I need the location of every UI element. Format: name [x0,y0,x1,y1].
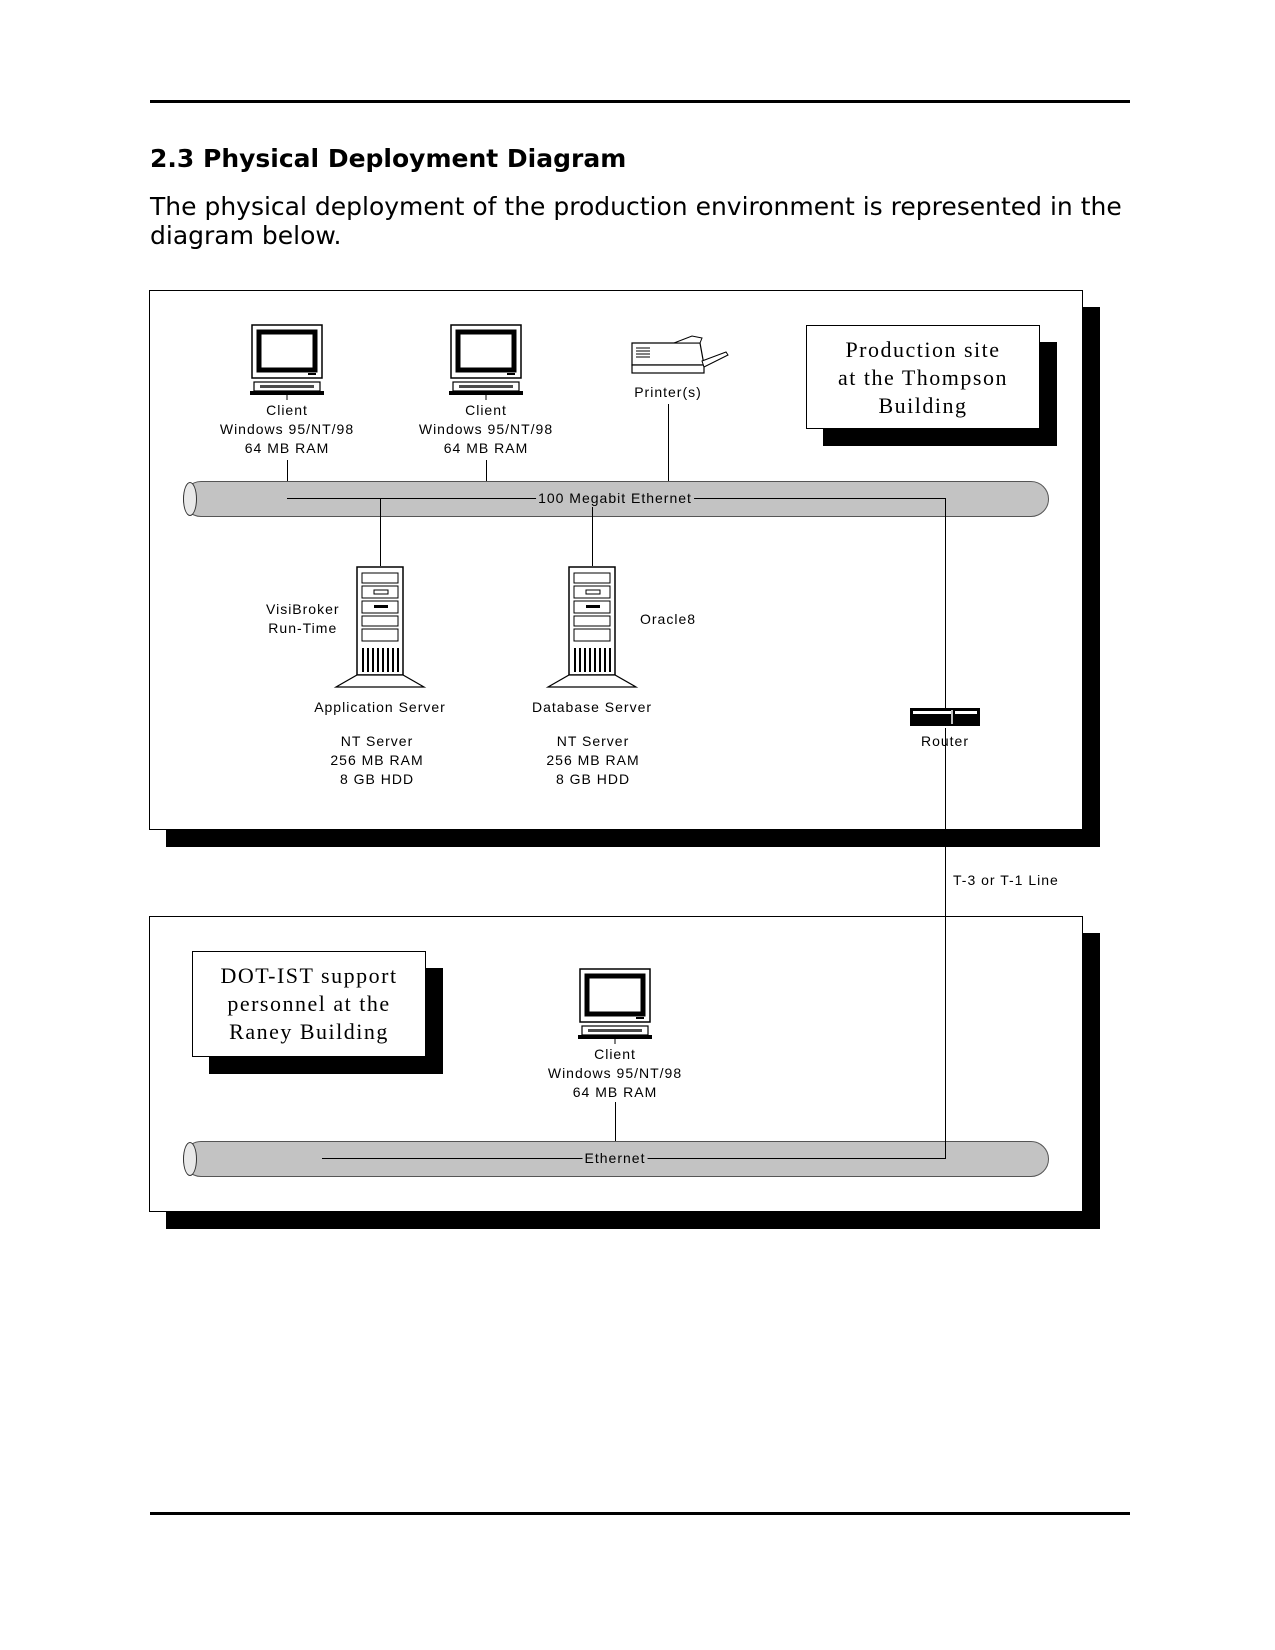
spec-line: 8 GB HDD [339,771,415,787]
app-server-name: Application Server [314,699,446,715]
callout-line: Raney Building [229,1019,389,1044]
client2-drop [486,460,487,499]
router-icon [910,708,980,726]
wan-line-join [945,1141,946,1159]
spec-line: 8 GB HDD [555,771,631,787]
spec-line: NT Server [340,733,414,749]
db-server-name: Database Server [531,699,653,715]
client-name: Client [465,402,507,418]
support-client-drop [615,1102,616,1142]
client1-drop [287,460,288,499]
client-os: Windows 95/NT/98 [418,421,554,437]
callout-line: at the Thompson [838,365,1008,390]
db-server-specs: NT Server 256 MB RAM 8 GB HDD [546,732,639,789]
client-name: Client [594,1046,636,1062]
bottom-rule [150,1512,1130,1515]
intro-paragraph: The physical deployment of the productio… [150,192,1122,250]
app-server-drop [380,498,381,566]
support-network-label: Ethernet [582,1150,648,1167]
pipe-end-cap [183,482,197,516]
monitor-icon [449,324,523,400]
wan-line-inside [945,916,946,1160]
top-rule [150,100,1130,103]
callout-line: Production site [845,337,1001,362]
support-client-label: Client Windows 95/NT/98 64 MB RAM [548,1045,682,1102]
client-os: Windows 95/NT/98 [547,1065,683,1081]
router-uplink [945,498,946,708]
app-server-software: VisiBroker Run-Time [266,600,340,638]
tower-server-icon [545,566,639,688]
printer-label: Printer(s) [634,384,702,400]
callout-line: DOT-IST support [220,963,398,988]
router-label: Router [920,733,970,749]
production-site-callout: Production site at the Thompson Building [806,325,1040,429]
production-network-label: 100 Megabit Ethernet [536,490,694,507]
client-name: Client [266,402,308,418]
spec-line: 256 MB RAM [330,752,424,768]
client1-label: Client Windows 95/NT/98 64 MB RAM [220,401,354,458]
db-server-software: Oracle8 [640,611,697,627]
client2-label: Client Windows 95/NT/98 64 MB RAM [419,401,553,458]
client-os: Windows 95/NT/98 [219,421,355,437]
app-server-specs: NT Server 256 MB RAM 8 GB HDD [330,732,423,789]
db-server-drop [592,498,593,566]
client-ram: 64 MB RAM [572,1084,658,1100]
printer-drop [668,404,669,488]
software-line: VisiBroker [266,601,340,617]
spec-line: 256 MB RAM [546,752,640,768]
software-line: Run-Time [268,620,338,636]
support-site-callout: DOT-IST support personnel at the Raney B… [192,951,426,1057]
pipe-end-cap [183,1142,197,1176]
section-heading: 2.3 Physical Deployment Diagram [150,144,627,173]
monitor-icon [578,968,652,1044]
spec-line: NT Server [556,733,630,749]
printer-icon [631,335,729,374]
wan-link-label: T-3 or T-1 Line [953,872,1059,888]
monitor-icon [250,324,324,400]
callout-line: Building [878,393,968,418]
callout-line: personnel at the [227,991,391,1016]
client-ram: 64 MB RAM [443,440,529,456]
client-ram: 64 MB RAM [244,440,330,456]
tower-server-icon [333,566,427,688]
